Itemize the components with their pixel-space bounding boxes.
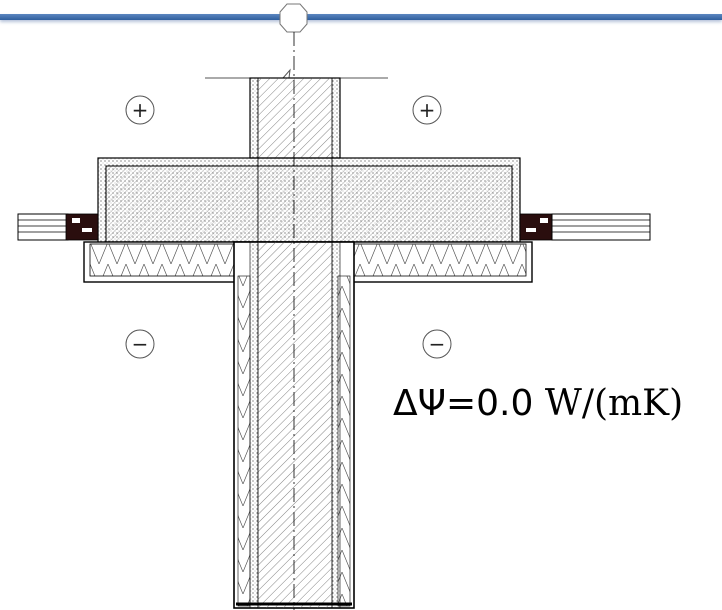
window-left <box>17 213 99 241</box>
psi-value: 0.0 <box>476 383 534 424</box>
psi-value-label: ΔΨ=0.0 W/(mK) <box>393 386 683 422</box>
psi-unit: W/(mK) <box>544 383 684 424</box>
svg-text:+: + <box>419 98 436 122</box>
header-bar <box>0 14 722 20</box>
plus-marker-right: + <box>412 95 442 125</box>
svg-text:−: − <box>429 332 446 356</box>
minus-marker-left: − <box>125 329 155 359</box>
plus-marker-left: + <box>125 95 155 125</box>
psi-equals: = <box>445 383 477 424</box>
psi-symbol: ΔΨ <box>393 383 446 424</box>
svg-text:+: + <box>132 98 149 122</box>
upper-wall <box>249 77 341 159</box>
minus-marker-right: − <box>422 329 452 359</box>
floor-slab <box>97 157 521 245</box>
window-right <box>519 213 651 241</box>
axis-marker <box>279 3 308 33</box>
svg-text:−: − <box>132 332 149 356</box>
